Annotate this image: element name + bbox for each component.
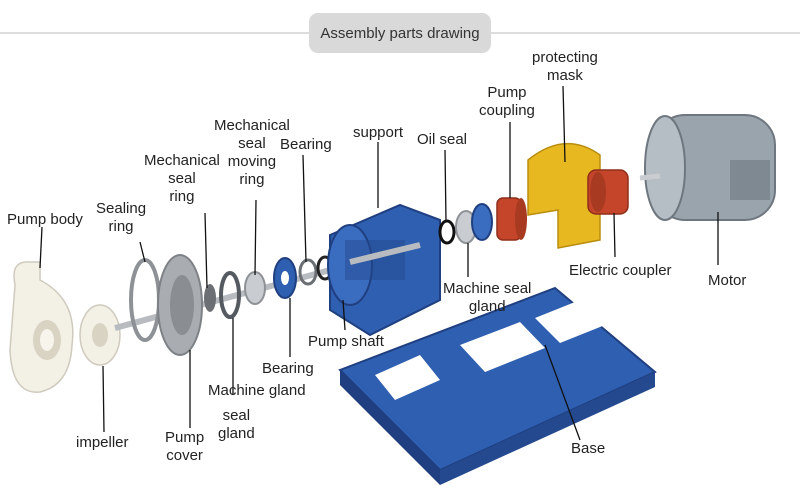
label-bearing-top: Bearing (280, 136, 332, 153)
label-bearing-bottom: Bearing (262, 360, 314, 377)
support-part (327, 203, 441, 337)
electric-coupler-part (587, 169, 629, 215)
blue-washer-part (471, 203, 493, 241)
bearing-top-part (298, 258, 318, 286)
pump-body-part (9, 261, 74, 393)
bearing-bottom-hole (281, 271, 289, 285)
mechanical-seal-ring-part (204, 284, 216, 312)
moving-ring-part (244, 271, 266, 305)
sealing-ring-part (129, 258, 161, 342)
label-impeller: impeller (76, 434, 129, 451)
label-oil-seal: Oil seal (417, 131, 468, 148)
protecting-mask-part (527, 143, 601, 249)
label-electric-coupler: Electric coupler (569, 262, 672, 279)
label-support: support (353, 124, 404, 141)
pump-cover-part (157, 254, 203, 356)
machine-gland-part (219, 271, 241, 319)
motor-part (639, 114, 776, 221)
label-motor: Motor (708, 272, 747, 289)
oil-seal-part (438, 219, 456, 245)
label-base: Base (571, 440, 606, 457)
label-machine-gland: Machine gland (208, 382, 306, 399)
label-pump-body: Pump body (7, 211, 83, 228)
leader-lines (39, 85, 719, 441)
page-title: Assembly parts drawing (309, 13, 491, 53)
impeller-part (79, 304, 121, 366)
base-part (338, 286, 657, 485)
label-pump-shaft: Pump shaft (308, 333, 384, 350)
pump-coupling-part (496, 197, 527, 241)
